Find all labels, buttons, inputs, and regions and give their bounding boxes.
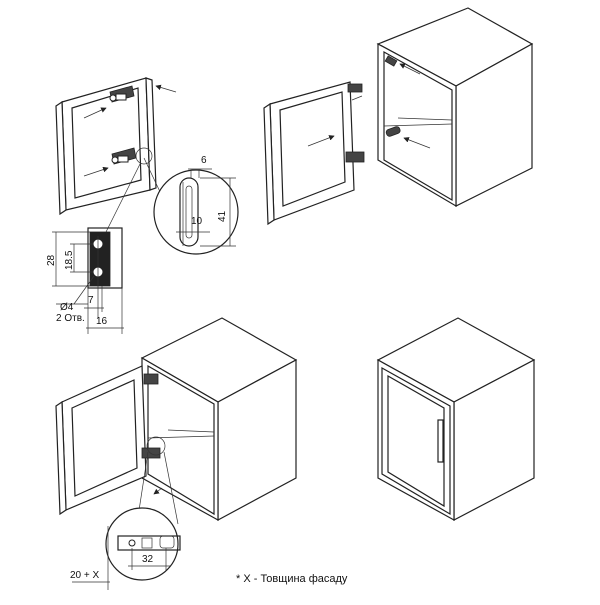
door-handle bbox=[437, 419, 444, 463]
hole-pattern-detail: 28 18.5 Ø4 2 Отв. 7 16 bbox=[46, 227, 124, 334]
dim-slot-offset: 10 bbox=[191, 216, 203, 227]
step2-cabinet-mounting bbox=[263, 7, 534, 226]
dim-edge-offset: 7 bbox=[88, 295, 94, 306]
dim-hole-diameter: Ø4 bbox=[60, 302, 74, 313]
step3-cabinet bbox=[140, 317, 298, 522]
step1-arrow-upper bbox=[83, 107, 107, 119]
step3-door-open: 32 20 + X bbox=[55, 317, 298, 590]
step1-arrow-right bbox=[155, 84, 177, 93]
step2-cabinet bbox=[376, 7, 534, 208]
slot-detail-circle: 6 10 41 bbox=[153, 155, 239, 255]
step1-upper-hinge bbox=[109, 85, 135, 103]
dim-hole-spacing: 28 bbox=[46, 254, 57, 266]
dim-edge-depth: 16 bbox=[96, 316, 108, 327]
footnote: * X - Товщина фасаду bbox=[236, 573, 348, 585]
dim-slot-width: 6 bbox=[201, 155, 207, 166]
dim-overlay: 20 + X bbox=[70, 570, 100, 581]
holes-count-label: 2 Отв. bbox=[56, 313, 85, 324]
step2-door bbox=[263, 81, 355, 226]
step1-door-hinge-detail: 6 10 41 28 18.5 bbox=[46, 77, 239, 334]
step3-door bbox=[55, 365, 147, 516]
step1-lower-hinge bbox=[111, 147, 137, 165]
step4-cabinet-closed bbox=[376, 317, 536, 522]
dim-slot-length: 41 bbox=[217, 210, 228, 222]
mounting-plate-detail: 32 20 + X bbox=[70, 507, 181, 590]
step1-arrow-lower bbox=[83, 166, 109, 177]
step1-door bbox=[55, 77, 157, 216]
dim-hole-half: 18.5 bbox=[64, 250, 75, 270]
dim-plate-offset: 32 bbox=[142, 554, 154, 565]
